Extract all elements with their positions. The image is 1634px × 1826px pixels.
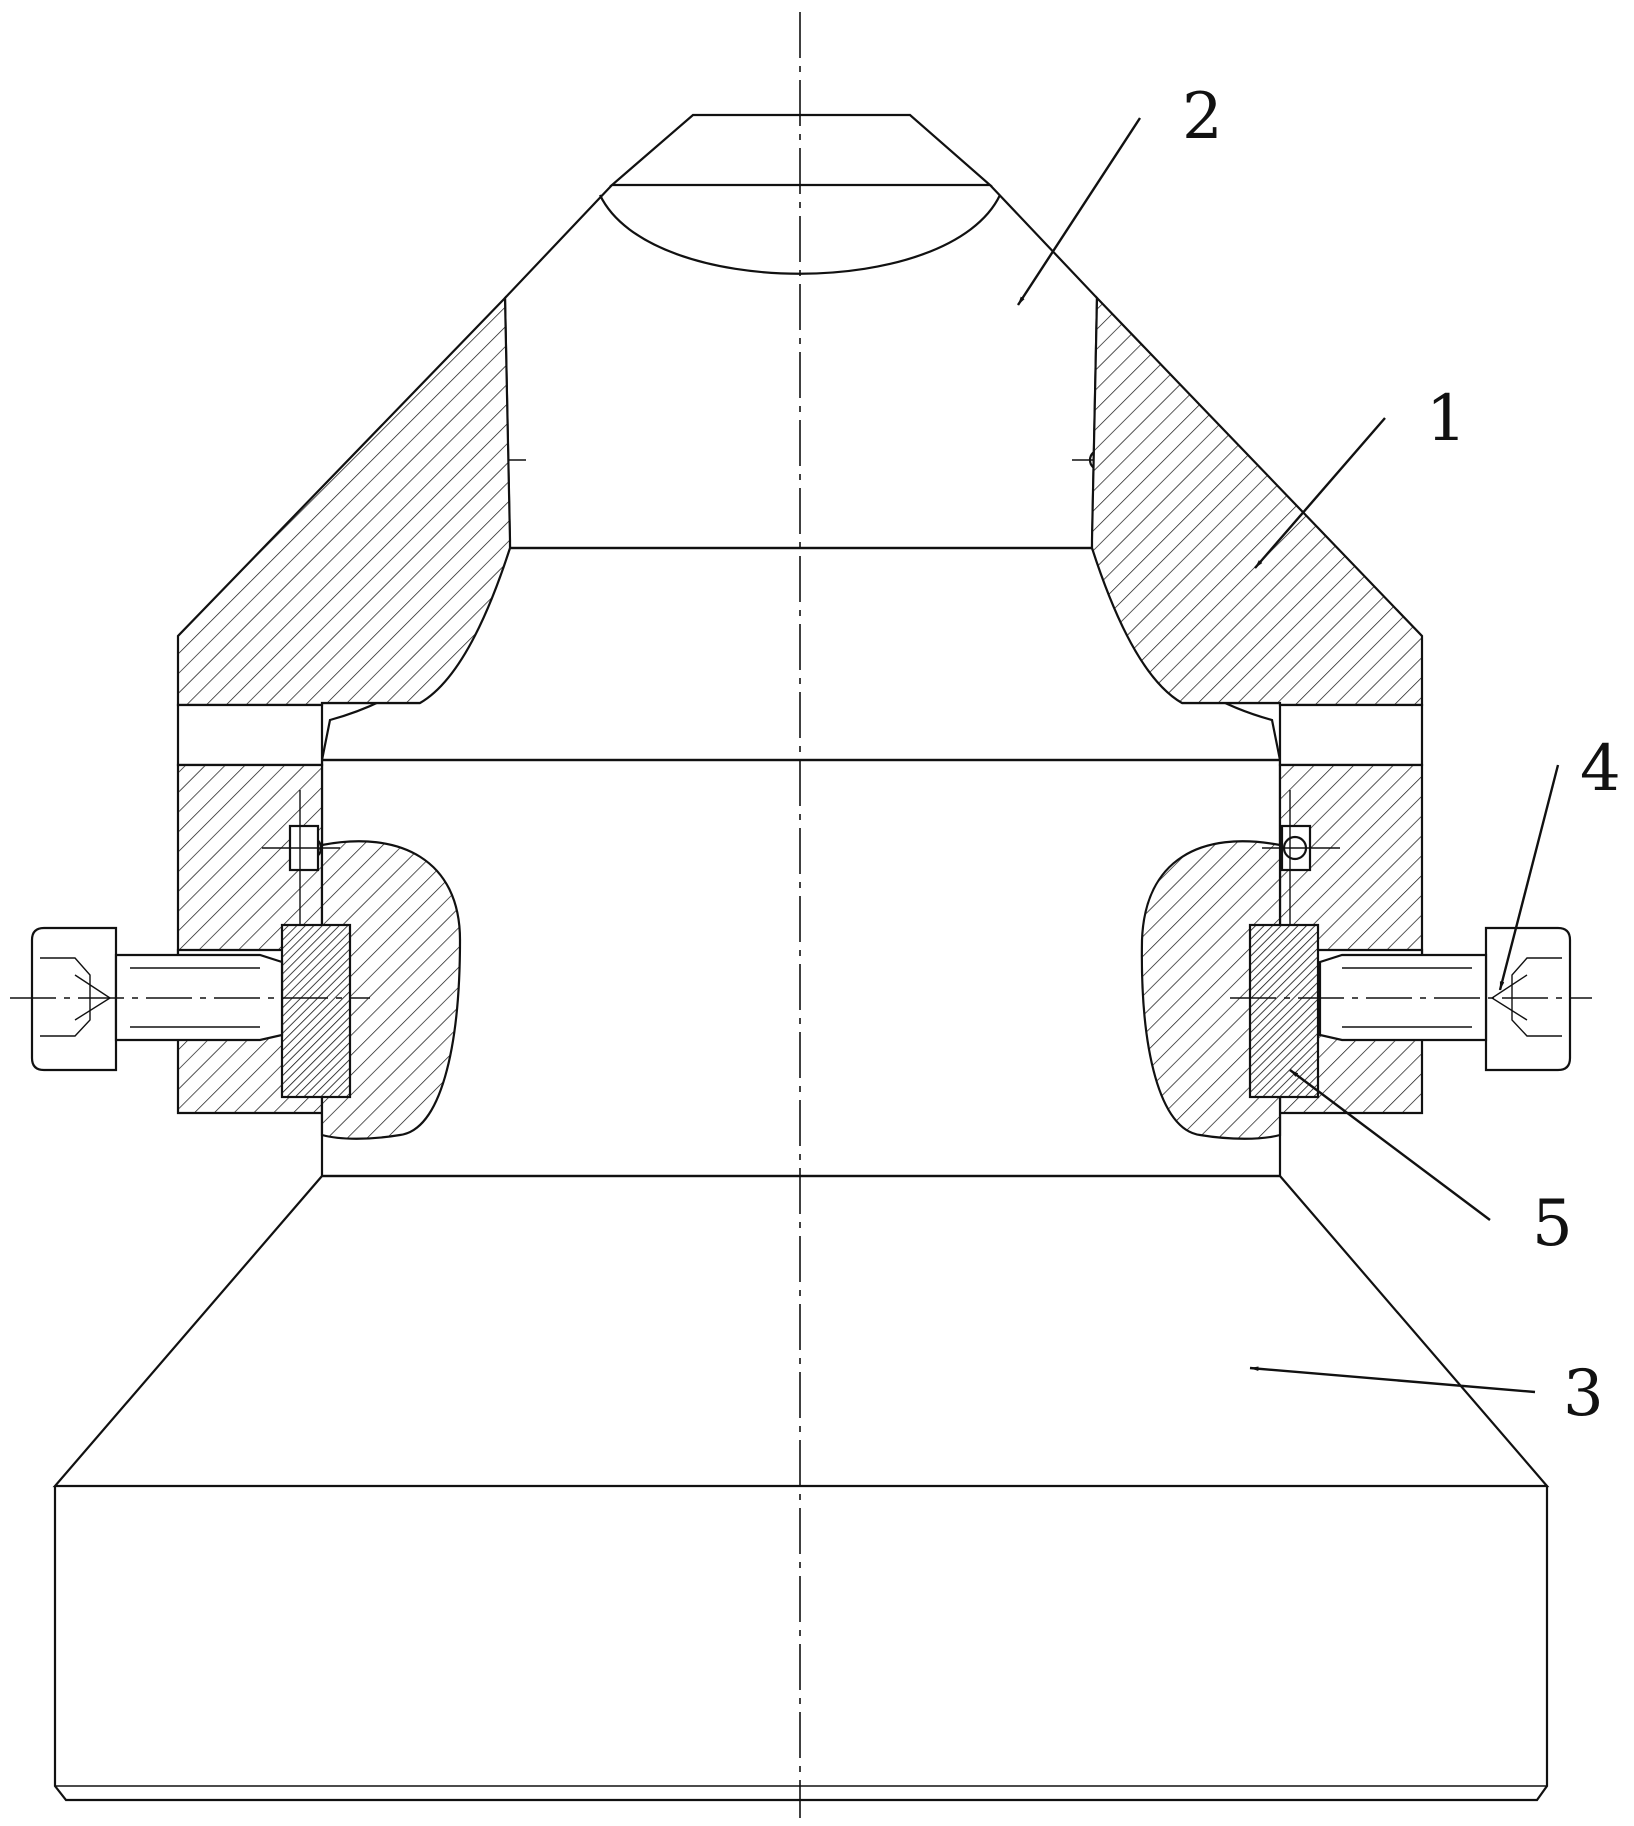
label-part-2: 2 (1182, 80, 1223, 154)
leader-4 (1498, 764, 1560, 991)
tip-part (470, 113, 1128, 550)
center-lines (10, 12, 1592, 1818)
label-part-4: 4 (1580, 732, 1621, 806)
bolt-left (30, 926, 284, 1072)
leader-2 (1016, 117, 1142, 306)
base-flange (53, 1486, 1549, 1802)
label-part-1: 1 (1426, 382, 1467, 456)
leader-5 (1289, 1069, 1491, 1221)
label-part-3: 3 (1563, 1357, 1604, 1431)
part-labels: 2 1 4 5 3 (1182, 80, 1621, 1431)
lobe-pins (262, 790, 1340, 935)
base-part (52, 1174, 1550, 1802)
leader-1 (1254, 417, 1386, 569)
base-cone (52, 1174, 1550, 1488)
insert-part (280, 923, 1320, 1099)
label-part-5: 5 (1532, 1187, 1573, 1261)
inner-lobes (320, 840, 1282, 1140)
leaders (1016, 117, 1560, 1394)
leader-3 (1249, 1366, 1536, 1394)
